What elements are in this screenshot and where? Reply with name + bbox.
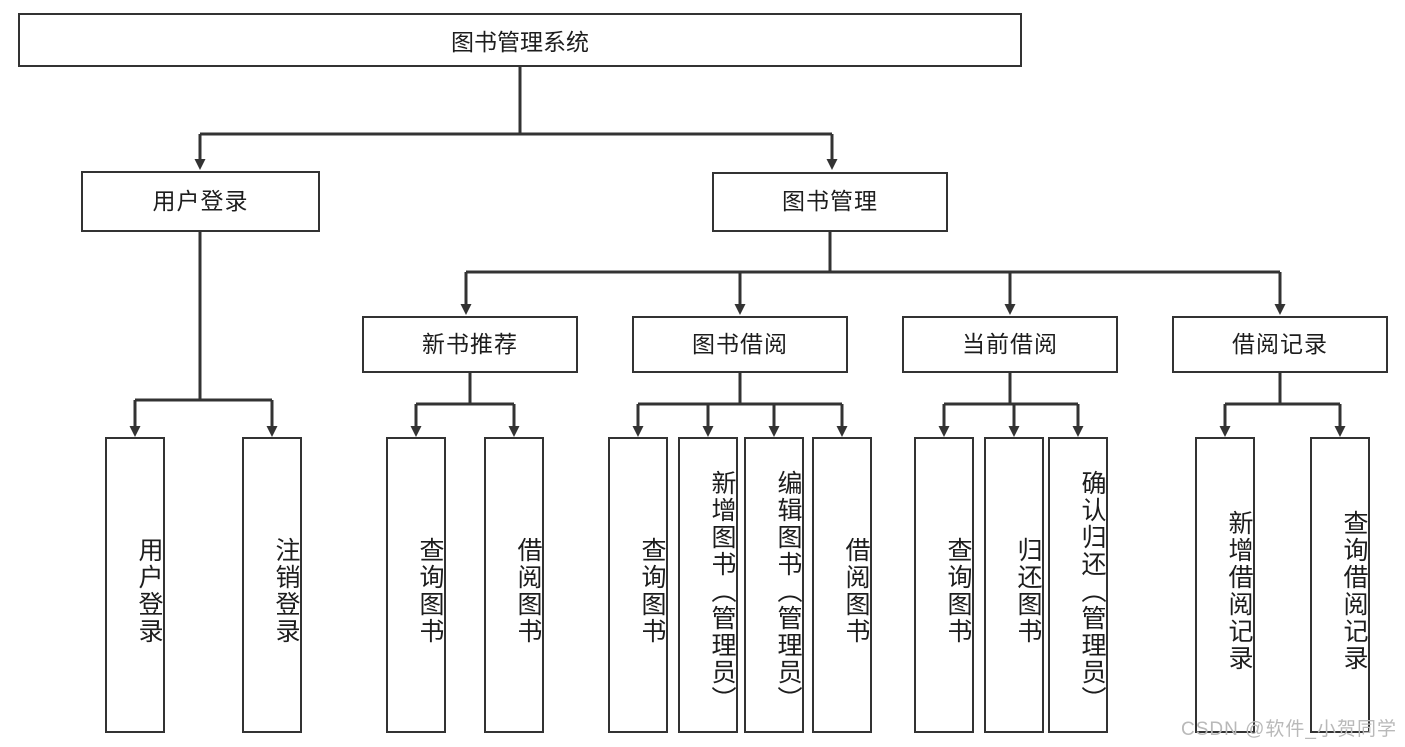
node-label: 新增借阅记录 [1225,510,1253,672]
node-label: 图书管理系统 [451,29,589,55]
node-root-system[interactable]: 图书管理系统 [18,13,1022,67]
node-label: 新增图书（管理员） [708,469,736,713]
node-label: 图书管理 [782,188,878,215]
leaf-return-book[interactable]: 归还图书 [984,437,1044,733]
node-label: 查询图书 [416,537,444,645]
node-label: 归还图书 [1014,537,1042,645]
node-label: 当前借阅 [962,330,1058,357]
leaf-borrow-book[interactable]: 借阅图书 [812,437,872,733]
node-label: 查询图书 [944,537,972,645]
node-book-borrow[interactable]: 图书借阅 [632,316,848,373]
node-label: 查询图书 [638,537,666,645]
node-book-management[interactable]: 图书管理 [712,172,948,232]
leaf-confirm-return-admin[interactable]: 确认归还（管理员） [1048,437,1108,733]
node-borrow-record[interactable]: 借阅记录 [1172,316,1388,373]
leaf-query-book-current[interactable]: 查询图书 [914,437,974,733]
node-label: 用户登录 [135,537,163,645]
leaf-logout[interactable]: 注销登录 [242,437,302,733]
leaf-add-borrow-record[interactable]: 新增借阅记录 [1195,437,1255,733]
leaf-borrow-book-new[interactable]: 借阅图书 [484,437,544,733]
node-label: 图书借阅 [692,330,788,357]
node-label: 借阅图书 [514,537,542,645]
leaf-edit-book-admin[interactable]: 编辑图书（管理员） [744,437,804,733]
node-user-login[interactable]: 用户登录 [81,171,320,232]
node-label: 借阅记录 [1232,330,1328,357]
node-label: 查询借阅记录 [1340,510,1368,672]
node-label: 新书推荐 [422,330,518,357]
leaf-query-book-borrow[interactable]: 查询图书 [608,437,668,733]
node-label: 编辑图书（管理员） [774,469,802,713]
node-new-book-recommend[interactable]: 新书推荐 [362,316,578,373]
node-label: 注销登录 [272,537,300,645]
node-label: 借阅图书 [842,537,870,645]
node-label: 用户登录 [152,187,249,214]
leaf-query-borrow-record[interactable]: 查询借阅记录 [1310,437,1370,733]
node-current-borrow[interactable]: 当前借阅 [902,316,1118,373]
leaf-query-book-new[interactable]: 查询图书 [386,437,446,733]
node-label: 确认归还（管理员） [1078,469,1106,713]
leaf-user-login[interactable]: 用户登录 [105,437,165,733]
leaf-add-book-admin[interactable]: 新增图书（管理员） [678,437,738,733]
watermark-text: CSDN @软件_小贺同学 [1181,719,1397,740]
